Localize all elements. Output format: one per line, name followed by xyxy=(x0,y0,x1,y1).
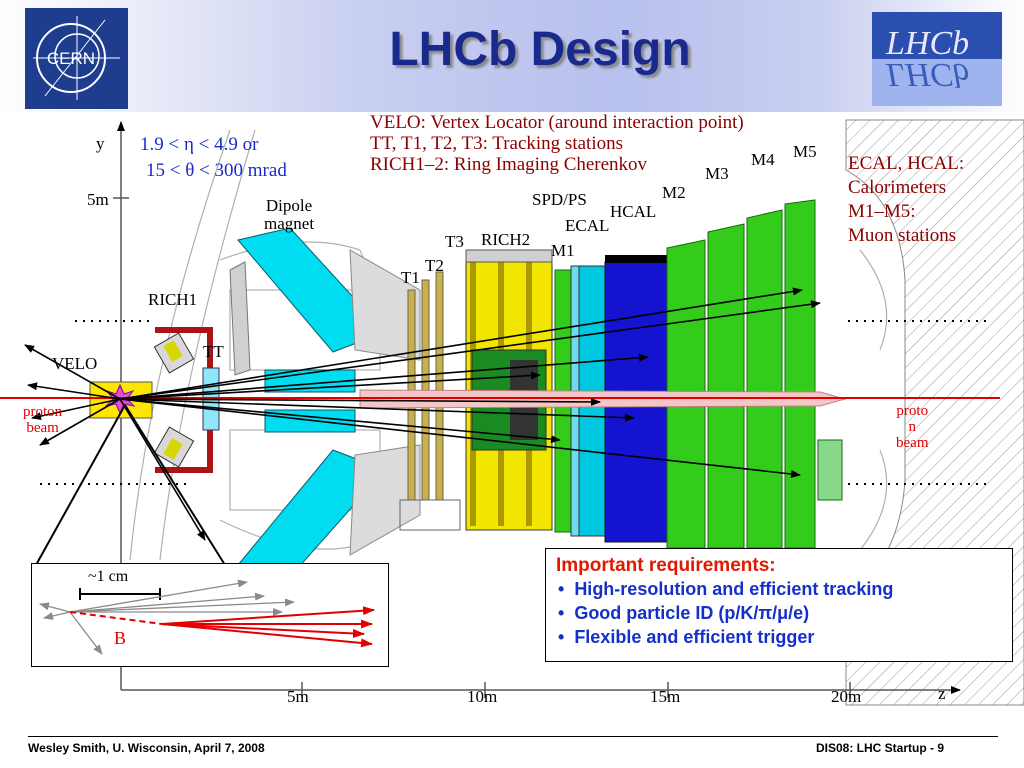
cern-logo: CERN xyxy=(25,8,128,109)
legend-rich: RICH1–2: Ring Imaging Cherenkov xyxy=(370,154,648,175)
y-axis-label: y xyxy=(96,134,105,153)
acceptance-eta: 1.9 < η < 4.9 or xyxy=(140,134,259,155)
cern-logo-text: CERN xyxy=(47,49,95,68)
m4-label: M4 xyxy=(751,150,775,169)
legend-calo-title: ECAL, HCAL: xyxy=(848,153,965,174)
slide-header xyxy=(0,0,1024,112)
muon-stations xyxy=(666,199,843,549)
proton-beam-label-right: proto n beam xyxy=(896,403,928,451)
z-tick-label-10m: 10m xyxy=(467,687,498,706)
tt-label: TT xyxy=(203,342,224,361)
vertex-zoom-inset: ~1 cm B xyxy=(31,563,389,667)
requirement-tracking: High-resolution and efficient tracking xyxy=(574,579,894,599)
m2-label: M2 xyxy=(662,183,686,202)
beam-right-line1: proto xyxy=(896,403,929,419)
requirement-item: • Flexible and efficient trigger xyxy=(558,625,893,649)
calo-muon-legend: ECAL, HCAL: Calorimeters M1–M5: Muon sta… xyxy=(848,152,964,248)
rich1-label: RICH1 xyxy=(148,290,198,309)
dipole-label-line1: Dipole xyxy=(265,196,313,215)
m5-label: M5 xyxy=(793,142,817,161)
hcal-label: HCAL xyxy=(610,202,657,221)
lhcb-logo: LHCb LHCb xyxy=(872,12,1002,106)
spd-ps-label: SPD/PS xyxy=(532,190,587,209)
ecal-label: ECAL xyxy=(565,216,610,235)
legend-muon-title: M1–M5: xyxy=(848,201,916,222)
zoom-line-left xyxy=(35,404,126,566)
requirement-item: • High-resolution and efficient tracking xyxy=(558,577,893,601)
bullet: • xyxy=(558,627,565,647)
requirements-box: Important requirements: • High-resolution… xyxy=(545,548,1013,662)
requirement-pid: Good particle ID (p/K/π/μ/e) xyxy=(574,603,810,623)
legend-muon-desc: Muon stations xyxy=(848,225,957,246)
beam-right-line2: n xyxy=(908,419,916,435)
acceptance-theta: 15 < θ < 300 mrad xyxy=(146,160,287,181)
z-tick-label-5m: 5m xyxy=(287,687,309,706)
inset-drawing xyxy=(39,579,375,655)
rich2-label: RICH2 xyxy=(481,230,531,249)
proton-beam-label-left: proton beam xyxy=(23,404,62,436)
legend-velo: VELO: Vertex Locator (around interaction… xyxy=(370,112,744,133)
z-tick-label-20m: 20m xyxy=(831,687,862,706)
m1-label: M1 xyxy=(551,241,575,260)
lhcb-detector-diagram xyxy=(0,119,1024,706)
beam-right-line3: beam xyxy=(896,435,929,451)
dipole-magnet-label: Dipole magnet xyxy=(264,197,314,233)
bullet: • xyxy=(558,603,565,623)
b-decay-tracks xyxy=(161,606,375,648)
beam-left-line2: beam xyxy=(26,420,59,436)
y-tick-label-5m: 5m xyxy=(87,190,109,209)
legend-tracking: TT, T1, T2, T3: Tracking stations xyxy=(370,133,623,154)
rich2-detector xyxy=(465,249,553,531)
velo-label: VELO xyxy=(52,354,98,373)
requirement-item: • Good particle ID (p/K/π/μ/e) xyxy=(558,601,893,625)
bullet: • xyxy=(558,579,565,599)
zoom-line-right xyxy=(124,404,226,566)
b-meson-label: B xyxy=(114,628,127,648)
slide-title: LHCb Design xyxy=(389,23,691,76)
t1-label: T1 xyxy=(401,268,420,287)
acceptance-text: 1.9 < η < 4.9 or 15 < θ < 300 mrad xyxy=(140,132,287,184)
hcal-top-plate xyxy=(605,255,667,263)
t3-label: T3 xyxy=(445,232,464,251)
b-meson-flight xyxy=(69,611,163,625)
lhcb-logo-text: LHCb xyxy=(885,25,969,62)
scale-label: ~1 cm xyxy=(88,568,129,585)
dipole-label-line2: magnet xyxy=(264,214,315,233)
z-tick-label-15m: 15m xyxy=(650,687,681,706)
footer-page: DIS08: LHC Startup - 9 xyxy=(816,741,945,755)
beam-left-line1: proton xyxy=(23,404,63,420)
footer-rule xyxy=(28,736,998,737)
requirements-title: Important requirements: xyxy=(556,555,776,576)
footer-author: Wesley Smith, U. Wisconsin, April 7, 200… xyxy=(28,741,265,755)
lhcb-logo-reflection: LHCb xyxy=(885,56,969,93)
legend-calo-desc: Calorimeters xyxy=(848,177,947,198)
z-axis-label: z xyxy=(938,684,946,703)
m3-label: M3 xyxy=(705,164,729,183)
requirement-trigger: Flexible and efficient trigger xyxy=(574,627,815,647)
t2-label: T2 xyxy=(425,256,444,275)
requirements-list: •High-resolution and efficient tracking … xyxy=(558,577,893,649)
particle-tracks xyxy=(24,287,821,541)
detector-legend: VELO: Vertex Locator (around interaction… xyxy=(370,112,744,175)
inset-background-tracks xyxy=(39,579,295,655)
